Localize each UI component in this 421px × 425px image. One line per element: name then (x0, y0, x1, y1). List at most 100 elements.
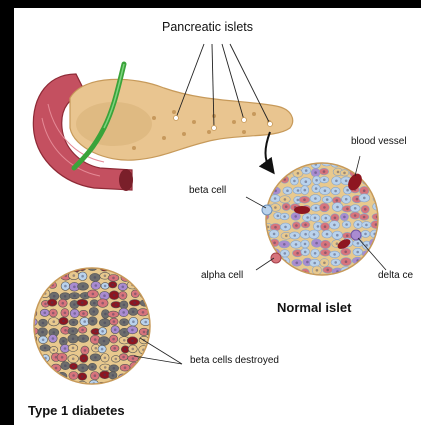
cell-nucleus (365, 277, 368, 280)
cell-nucleus (143, 358, 146, 361)
cell-nucleus (376, 198, 379, 201)
cell-nucleus (337, 171, 340, 174)
cell-nucleus (305, 180, 308, 183)
cell-nucleus (355, 280, 358, 283)
cell-nucleus (154, 367, 157, 370)
cell-nucleus (297, 199, 300, 202)
cell-nucleus (72, 358, 75, 361)
cell-nucleus (141, 384, 144, 387)
cell-nucleus (72, 347, 75, 350)
cell-nucleus (55, 367, 58, 370)
cell-nucleus (72, 365, 75, 368)
cell-nucleus (43, 374, 46, 377)
cell-nucleus (64, 329, 67, 332)
cell-nucleus (315, 179, 318, 182)
islet-cell (281, 160, 289, 168)
cell-nucleus (284, 226, 287, 229)
beta-cells-destroyed-label: beta cells destroyed (190, 355, 279, 366)
cell-nucleus (104, 313, 107, 316)
islet-cell (272, 275, 280, 282)
cell-nucleus (267, 170, 270, 173)
cell-nucleus (284, 163, 287, 166)
cell-nucleus (132, 320, 135, 323)
type1-islet (28, 262, 161, 390)
cell-nucleus (333, 224, 336, 227)
cell-nucleus (95, 347, 98, 350)
cell-nucleus (323, 170, 326, 173)
cell-nucleus (154, 268, 157, 271)
cell-nucleus (315, 187, 318, 190)
cell-nucleus (154, 276, 157, 279)
cell-nucleus (53, 275, 56, 278)
cell-nucleus (295, 243, 298, 246)
islet-cell (282, 275, 291, 284)
cell-nucleus (34, 355, 37, 358)
pancreatic-islets-label: Pancreatic islets (162, 20, 253, 34)
cell-nucleus (71, 383, 74, 386)
islet-cell (261, 268, 270, 275)
islet-cell (373, 177, 383, 185)
cell-nucleus (34, 295, 37, 298)
islet-cell (130, 372, 139, 380)
cell-nucleus (274, 197, 277, 200)
cell-nucleus (154, 339, 157, 342)
cell-nucleus (325, 217, 328, 220)
cell-nucleus (374, 262, 377, 265)
cell-nucleus (51, 301, 54, 304)
cell-nucleus (42, 364, 45, 367)
cell-nucleus (114, 328, 117, 331)
cell-nucleus (283, 243, 286, 246)
islet-cell (302, 277, 312, 285)
islet-cell (333, 276, 343, 285)
cell-nucleus (294, 270, 297, 273)
cell-nucleus (72, 374, 75, 377)
cell-nucleus (306, 261, 309, 264)
cell-nucleus (153, 321, 156, 324)
cell-nucleus (364, 172, 367, 175)
diagram-panel: Pancreatic islets blood vessel beta cell… (14, 8, 421, 425)
cell-nucleus (297, 189, 300, 192)
cell-nucleus (345, 198, 348, 201)
cell-nucleus (93, 302, 96, 305)
cell-nucleus (104, 322, 107, 325)
cell-nucleus (306, 216, 309, 219)
cell-nucleus (154, 286, 157, 289)
cell-nucleus (122, 356, 125, 359)
cell-nucleus (366, 179, 369, 182)
islet-cell (139, 272, 149, 280)
cell-nucleus (94, 356, 97, 359)
cell-nucleus (112, 277, 115, 280)
cell-nucleus (62, 340, 65, 343)
cell-nucleus (113, 383, 116, 386)
cell-nucleus (64, 312, 67, 315)
islet-cell (151, 365, 160, 373)
cell-nucleus (31, 374, 34, 377)
islet-cell (340, 159, 351, 166)
cell-nucleus (315, 242, 318, 245)
cell-nucleus (274, 226, 277, 229)
cell-nucleus (81, 384, 84, 387)
delta-cell-highlight (351, 230, 361, 240)
cell-nucleus (42, 339, 45, 342)
cell-nucleus (286, 170, 289, 173)
cell-nucleus (365, 244, 368, 247)
type1-diabetes-title: Type 1 diabetes (28, 403, 125, 418)
cell-nucleus (53, 349, 56, 352)
cell-nucleus (113, 367, 116, 370)
cell-nucleus (354, 207, 357, 210)
cell-nucleus (64, 295, 67, 298)
cell-nucleus (324, 243, 327, 246)
cell-nucleus (336, 199, 339, 202)
cell-nucleus (113, 294, 116, 297)
cell-nucleus (43, 286, 46, 289)
cell-nucleus (153, 376, 156, 379)
cell-nucleus (31, 338, 34, 341)
cell-nucleus (274, 179, 277, 182)
cell-nucleus (265, 187, 268, 190)
cell-nucleus (283, 215, 286, 218)
blood-vessel-label: blood vessel (351, 136, 407, 147)
cell-nucleus (275, 277, 278, 280)
cell-nucleus (326, 269, 329, 272)
cell-nucleus (363, 259, 366, 262)
normal-islet (259, 158, 382, 286)
